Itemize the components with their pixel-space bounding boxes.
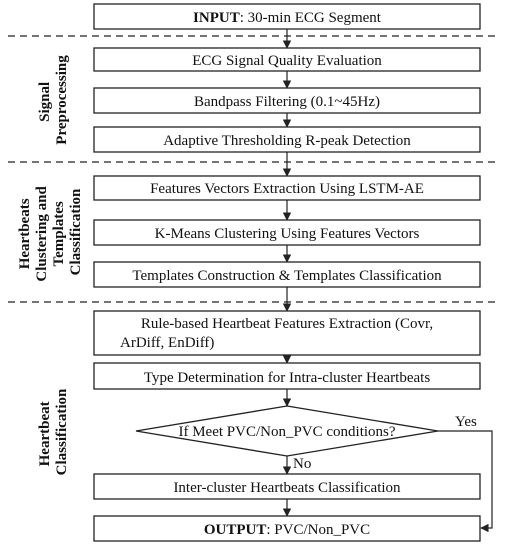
yes-branch-label: Yes xyxy=(455,414,477,430)
quality-evaluation-box xyxy=(93,47,481,72)
rpeak-detection-box xyxy=(93,126,481,153)
rule-based-extraction-label-line1: Rule-based Heartbeat Features Extraction… xyxy=(141,316,433,332)
kmeans-clustering-box xyxy=(93,219,481,246)
features-extraction-label: Features Vectors Extraction Using LSTM-A… xyxy=(150,181,424,197)
inter-cluster-box xyxy=(93,473,481,500)
section-label-classification: Heartbeat Classification xyxy=(37,388,70,475)
decision-diamond xyxy=(135,405,439,457)
yes-branch-arrow xyxy=(438,430,493,533)
features-extraction-box xyxy=(93,175,481,201)
decision-label: If Meet PVC/Non_PVC conditions? xyxy=(178,424,395,440)
input-label: INPUT: 30-min ECG Segment xyxy=(193,10,382,26)
bandpass-filtering-box xyxy=(93,87,481,114)
type-determination-label: Type Determination for Intra-cluster Hea… xyxy=(144,370,430,386)
templates-classification-box xyxy=(93,261,481,288)
bandpass-filtering-label: Bandpass Filtering (0.1~45Hz) xyxy=(194,94,380,110)
section-label-preprocessing: Signal Preprocessing xyxy=(37,55,70,145)
output-label: OUTPUT: PVC/Non_PVC xyxy=(204,522,370,538)
type-determination-box xyxy=(93,362,481,390)
no-branch-label: No xyxy=(293,456,311,472)
rule-based-extraction-box xyxy=(93,310,481,356)
rpeak-detection-label: Adaptive Thresholding R-peak Detection xyxy=(163,133,411,149)
inter-cluster-label: Inter-cluster Heartbeats Classification xyxy=(173,480,401,496)
rule-based-extraction-label-line2: ArDiff, EnDiff) xyxy=(120,335,214,351)
kmeans-clustering-label: K-Means Clustering Using Features Vector… xyxy=(155,226,420,242)
output-box xyxy=(93,515,481,542)
input-box xyxy=(93,3,481,30)
section-label-clustering: Heartbeats Clustering and Templates Clas… xyxy=(17,182,84,281)
quality-evaluation-label: ECG Signal Quality Evaluation xyxy=(192,53,382,69)
templates-classification-label: Templates Construction & Templates Class… xyxy=(132,268,442,284)
